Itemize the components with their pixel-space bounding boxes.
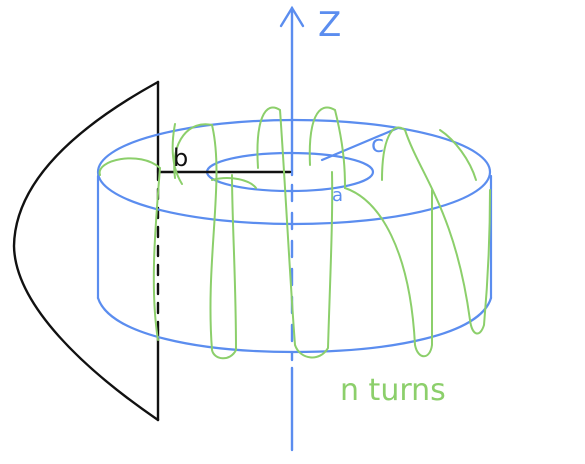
radius-c-line (320, 126, 400, 162)
winding-6 (171, 123, 183, 185)
toroid-bottom-edge (96, 296, 493, 354)
winding-1 (98, 157, 162, 341)
winding-8 (439, 129, 477, 181)
cross-section-shape (12, 80, 160, 422)
toroid-outer-top (96, 118, 492, 226)
coil-windings (98, 106, 491, 360)
winding-3 (256, 106, 334, 359)
axis-label-z: Z (318, 5, 341, 45)
label-n-turns: n turns (340, 373, 446, 408)
winding-2 (173, 123, 238, 360)
cross-section-curve (12, 80, 160, 422)
winding-4 (308, 106, 434, 358)
winding-7 (211, 177, 257, 189)
label-c: c (371, 130, 384, 158)
winding-5 (381, 126, 491, 335)
label-b: b (173, 144, 188, 172)
z-axis (279, 5, 305, 452)
z-axis-arrowhead (279, 5, 305, 28)
label-a: a (332, 185, 343, 206)
